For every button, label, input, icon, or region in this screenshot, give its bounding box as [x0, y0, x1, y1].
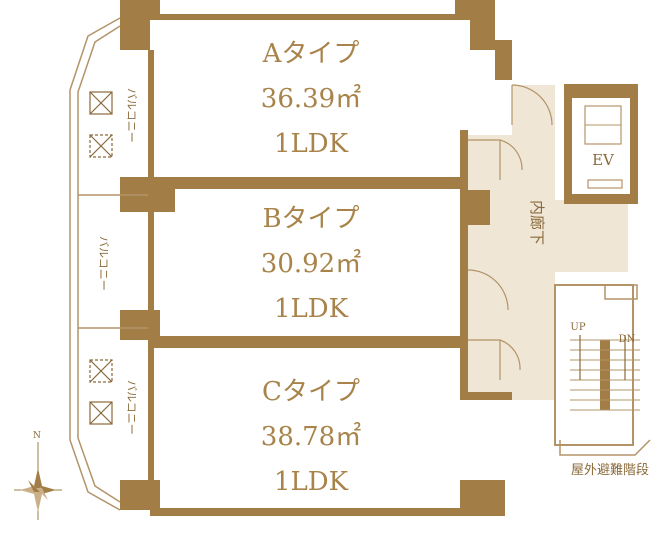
unit-c-area: 38.78㎡ — [261, 422, 361, 452]
unit-a-name: Aタイプ — [262, 39, 360, 69]
stair-up-label: UP — [570, 322, 585, 333]
balcony-label-c: バルコニー — [125, 380, 138, 435]
elevator-shaft — [564, 84, 638, 204]
elevator-label: EV — [592, 151, 615, 169]
stair-label: 屋外避難階段 — [571, 463, 649, 478]
stair-down-label: DN — [619, 334, 636, 345]
unit-c-name: Cタイプ — [262, 377, 360, 407]
unit-a-area: 36.39㎡ — [261, 84, 361, 114]
corridor-area — [465, 85, 628, 400]
balcony-ac-units — [89, 91, 113, 425]
balcony-outline — [69, 17, 148, 511]
unit-c-layout: 1LDK — [274, 467, 349, 497]
unit-b-area: 30.92㎡ — [261, 249, 361, 279]
unit-a-layout: 1LDK — [274, 129, 349, 159]
unit-b-layout: 1LDK — [274, 294, 349, 324]
compass-north-label: N — [33, 431, 41, 441]
corridor-label: 内廊下 — [528, 200, 546, 245]
compass-icon — [14, 442, 62, 520]
unit-b-name: Bタイプ — [262, 204, 359, 234]
balcony-label-b: バルコニー — [97, 236, 110, 291]
entrance-doors — [467, 84, 553, 380]
balcony-label-a: バルコニー — [125, 88, 138, 143]
stair-shaft — [554, 284, 651, 456]
